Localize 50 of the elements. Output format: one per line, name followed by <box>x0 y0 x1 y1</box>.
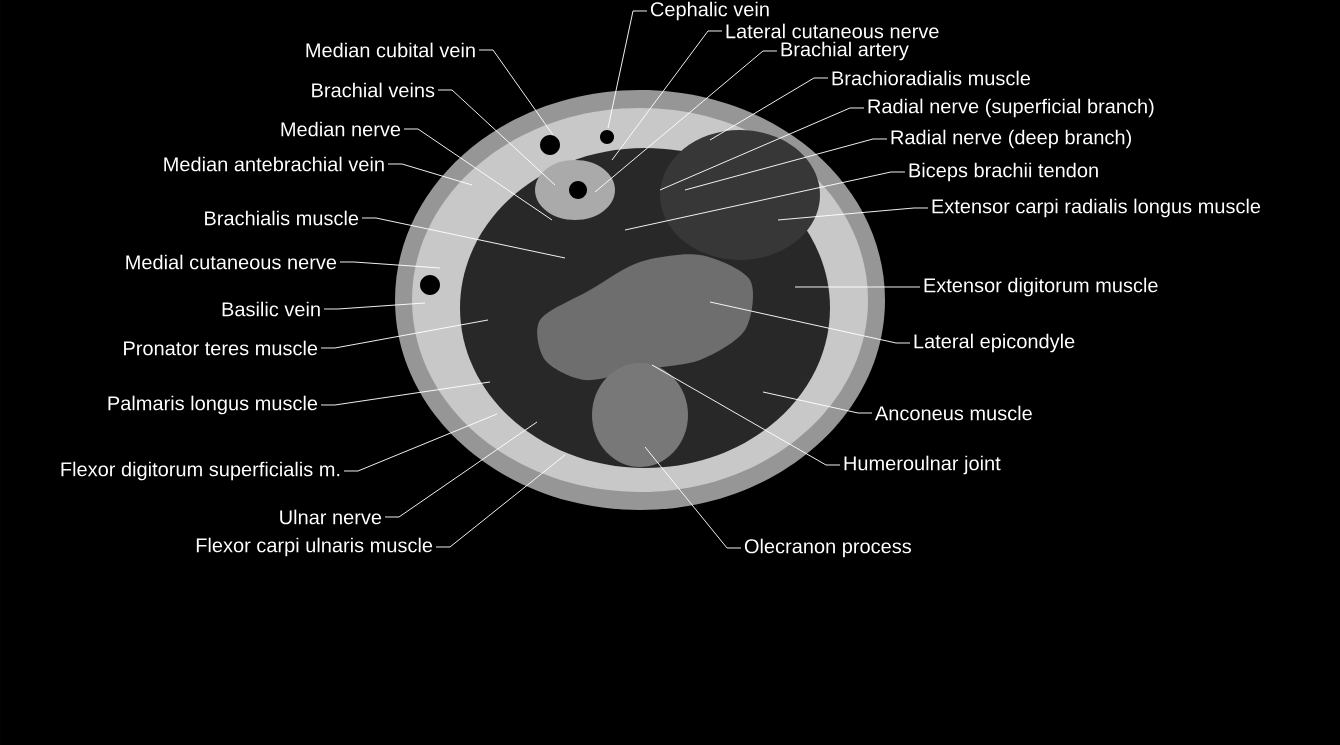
label-text: Lateral epicondyle <box>914 333 1075 353</box>
leader-line <box>435 454 566 548</box>
leader-line <box>651 364 841 466</box>
leader-line <box>709 77 829 141</box>
leader-line <box>361 217 566 259</box>
leader-line <box>387 163 473 186</box>
leader-line <box>659 107 865 191</box>
label-text: Brachioradialis muscle <box>832 70 1031 86</box>
label-text: Extensor carpi radialis longus muscle <box>932 198 1261 218</box>
label-text: Extensor digitorum muscle <box>924 277 1158 297</box>
label-text: Pronator teres muscle <box>124 340 318 356</box>
label-text: Brachial veins <box>312 82 435 98</box>
label-text: Brachialis muscle <box>205 210 359 226</box>
label-text: Brachial artery <box>781 41 909 61</box>
leader-line <box>320 319 489 349</box>
label-text: Lateral cutaneous nerve <box>726 23 939 39</box>
label-text: Flexor carpi ulnaris muscle <box>196 537 433 557</box>
leader-line <box>794 286 921 288</box>
leader-line <box>478 49 554 136</box>
leader-line <box>437 89 556 186</box>
label-text: Ulnar nerve <box>280 509 382 525</box>
leader-line <box>709 301 911 344</box>
leader-line <box>607 10 648 129</box>
leader-line <box>384 421 538 518</box>
label-text: Basilic vein <box>222 301 320 317</box>
leader-line <box>644 446 742 549</box>
label-text: Olecranon process <box>744 538 911 558</box>
label-text: Median antebrachial vein <box>164 156 384 172</box>
leader-line <box>777 207 929 221</box>
leader-line <box>624 171 906 231</box>
leader-line <box>320 381 491 406</box>
leader-line <box>339 261 441 269</box>
label-text: Median nerve <box>281 121 401 137</box>
label-text: Medial cutaneous nerve <box>126 254 337 270</box>
label-text: Palmaris longus muscle <box>108 395 318 415</box>
label-text: Biceps brachii tendon <box>909 162 1098 182</box>
label-text: Radial nerve (deep branch) <box>891 129 1131 149</box>
label-text: Anconeus muscle <box>875 405 1032 421</box>
leader-line <box>343 413 498 472</box>
label-text: Flexor digitorum superficialis m. <box>61 461 340 481</box>
leader-line <box>323 302 426 310</box>
label-text: Humeroulnar joint <box>844 455 1001 475</box>
leader-line <box>611 30 723 161</box>
leader-line <box>762 391 873 414</box>
label-text: Median cubital vein <box>306 42 475 58</box>
leader-line <box>684 138 888 191</box>
leader-line <box>594 50 778 193</box>
label-text: Cephalic vein <box>650 1 769 21</box>
label-text: Radial nerve (superficial branch) <box>868 98 1154 118</box>
leader-line <box>403 128 553 221</box>
